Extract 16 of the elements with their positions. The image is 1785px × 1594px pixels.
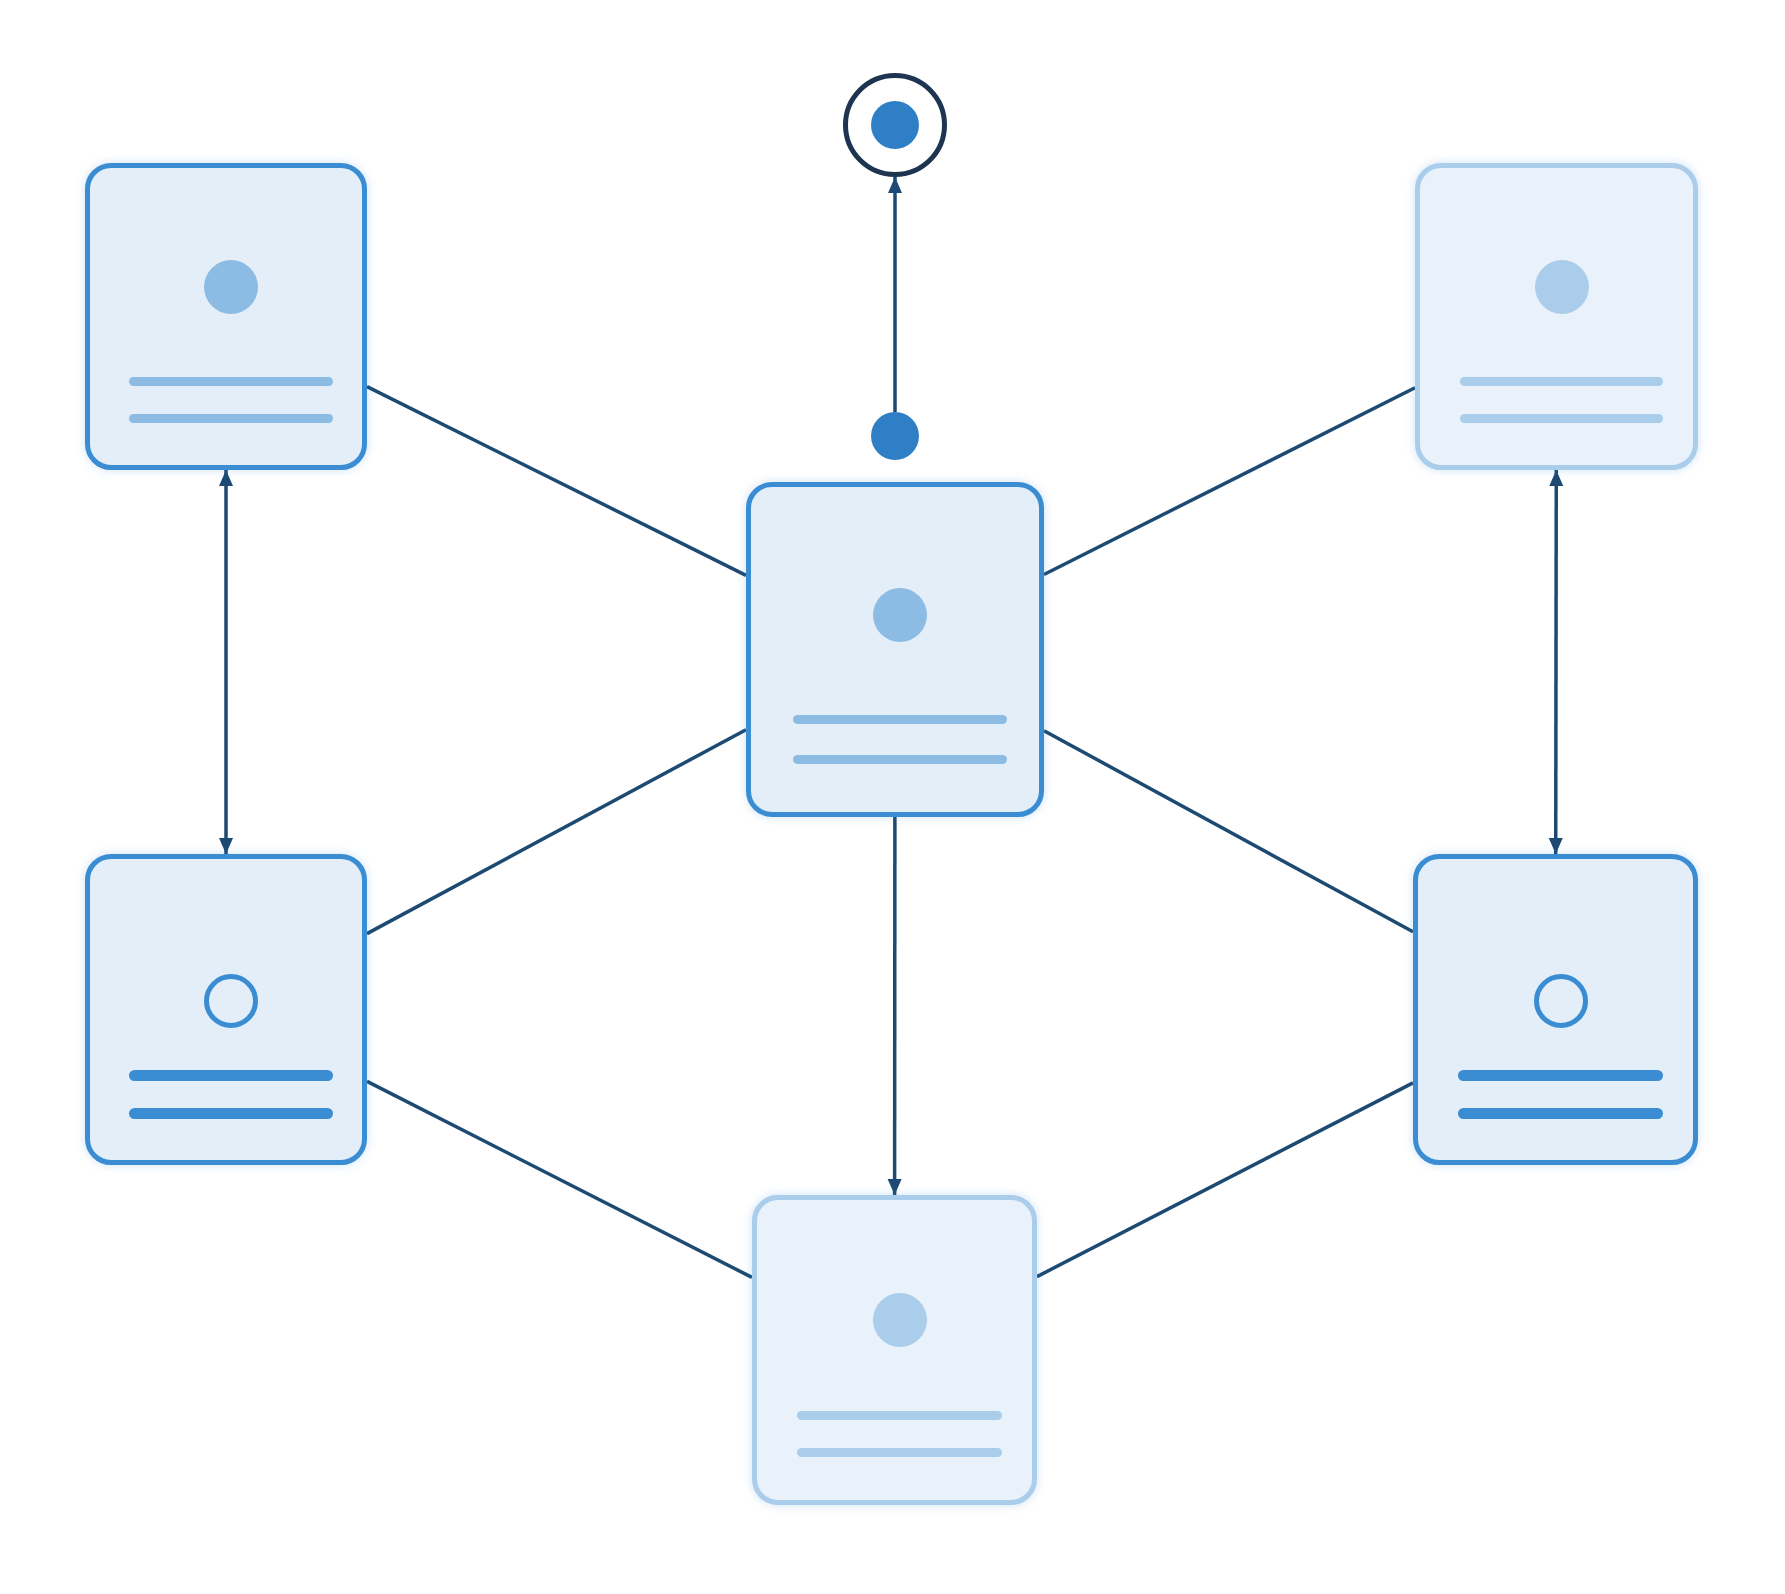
card-box [85,854,367,1165]
arrow [888,177,902,412]
connector-line [366,1079,753,1279]
connector-line [366,728,747,936]
connector-line [1043,386,1416,577]
card-box [752,1195,1037,1505]
arrow [219,470,233,854]
card-box [746,482,1044,817]
connector-line [366,385,747,577]
connector-line [1036,1081,1414,1279]
connector-line [1043,729,1414,934]
card-box [1413,854,1698,1165]
card-box [1415,163,1698,470]
arrow [1548,470,1564,854]
arrow [887,817,902,1195]
card-box [85,163,367,470]
